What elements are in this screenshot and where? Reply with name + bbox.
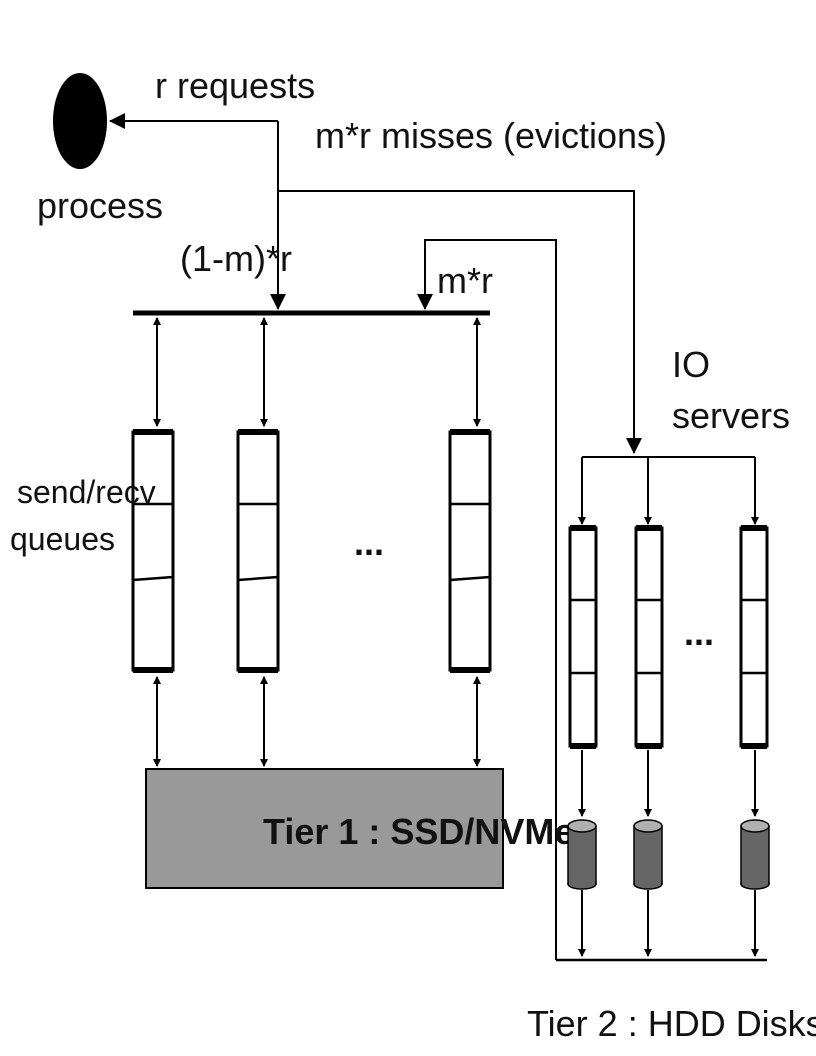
io-server-arrows xyxy=(578,457,759,525)
send-recv-label-line1: send/recv xyxy=(17,474,156,510)
send-recv-label-line2: queues xyxy=(10,521,115,557)
send-recv-queue xyxy=(131,429,175,673)
hdd-disk-icon xyxy=(633,819,663,890)
r-requests-label: r requests xyxy=(155,65,315,106)
bus-queue-arrows xyxy=(153,317,481,427)
m-r-label: m*r xyxy=(437,260,493,301)
m-r-return-path xyxy=(417,239,557,960)
hdd-disk-icon xyxy=(567,819,597,890)
tier1-ellipsis: ... xyxy=(354,522,384,563)
misses-label: m*r misses (evictions) xyxy=(315,115,667,156)
send-recv-queue xyxy=(236,429,280,673)
io-server-queue xyxy=(634,525,664,749)
io-servers-label-line2: servers xyxy=(672,395,790,436)
disk-bus-arrows xyxy=(578,890,759,957)
tier1-label: Tier 1 : SSD/NVMe xyxy=(263,811,574,852)
queue-tier1-arrows xyxy=(153,676,481,767)
io-server-queue xyxy=(739,525,769,749)
hdd-disk-icon xyxy=(740,819,770,890)
process-node xyxy=(53,73,107,169)
process-label: process xyxy=(37,185,163,226)
io-servers-label-line1: IO xyxy=(672,344,710,385)
tier2-label: Tier 2 : HDD Disks xyxy=(527,1003,816,1044)
tier1-box xyxy=(145,768,504,889)
one-minus-m-r-label: (1-m)*r xyxy=(180,238,292,279)
queue-disk-arrows xyxy=(578,750,759,817)
tier2-ellipsis: ... xyxy=(684,612,714,653)
misses-path xyxy=(278,190,642,454)
send-recv-queue xyxy=(448,429,492,673)
io-server-queue xyxy=(568,525,598,749)
